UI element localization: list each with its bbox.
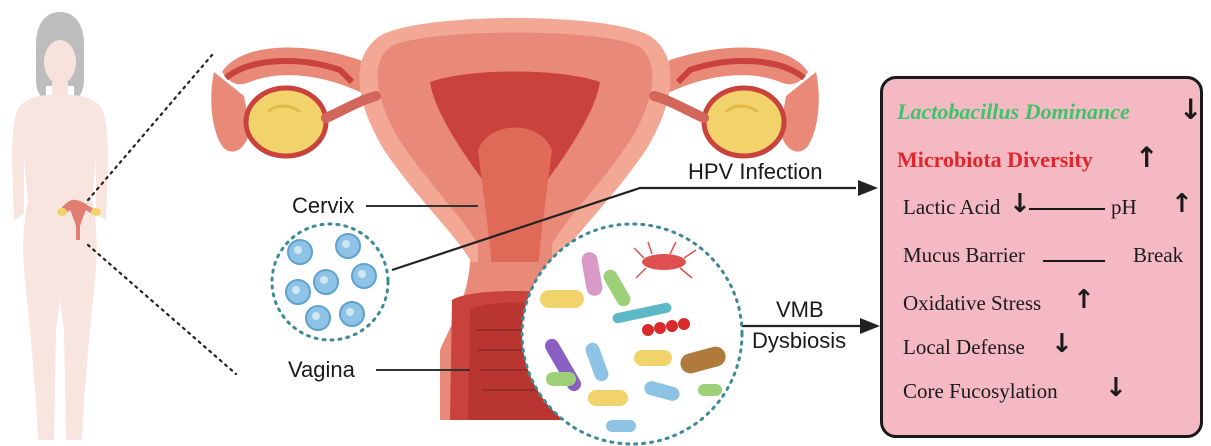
diversity-row: Microbiota Diversity xyxy=(897,147,1093,173)
core-fucosylation-text: Core Fucosylation xyxy=(903,379,1058,404)
lactobacillus-row: Lactobacillus Dominance xyxy=(897,99,1130,125)
ph-text: pH xyxy=(1111,195,1137,220)
down-arrow-icon: ↓ xyxy=(1051,329,1073,359)
up-arrow-icon: ↑ xyxy=(1135,141,1158,174)
lactic-acid-text: Lactic Acid xyxy=(903,195,1000,220)
lactobacillus-text: Lactobacillus Dominance xyxy=(897,99,1130,124)
vmb-arrowhead xyxy=(860,318,880,334)
vmb-label: VMB xyxy=(776,297,824,323)
cervix-label: Cervix xyxy=(292,193,354,219)
down-arrow-icon: ↓ xyxy=(1009,189,1031,219)
effects-box: Lactobacillus Dominance ↓ Microbiota Div… xyxy=(880,76,1203,438)
virus-cluster-icon xyxy=(272,224,388,340)
female-body-icon xyxy=(12,12,108,440)
oxidative-stress-text: Oxidative Stress xyxy=(903,291,1041,316)
up-arrow-icon: ↑ xyxy=(1171,189,1193,219)
up-arrow-icon: ↑ xyxy=(1073,285,1095,315)
local-defense-text: Local Defense xyxy=(903,335,1025,360)
break-text: Break xyxy=(1133,243,1183,268)
down-arrow-icon: ↓ xyxy=(1179,93,1202,126)
hpv-infection-label: HPV Infection xyxy=(688,159,823,185)
down-arrow-icon: ↓ xyxy=(1105,373,1127,403)
mucus-barrier-text: Mucus Barrier xyxy=(903,243,1025,268)
hpv-arrowhead xyxy=(858,180,878,196)
vagina-label: Vagina xyxy=(288,357,355,383)
lactic-ph-link xyxy=(1029,208,1105,210)
dysbiosis-label: Dysbiosis xyxy=(752,328,846,354)
bacteria-cluster-icon xyxy=(522,224,742,444)
mucus-break-link xyxy=(1043,260,1105,262)
diversity-text: Microbiota Diversity xyxy=(897,147,1093,172)
